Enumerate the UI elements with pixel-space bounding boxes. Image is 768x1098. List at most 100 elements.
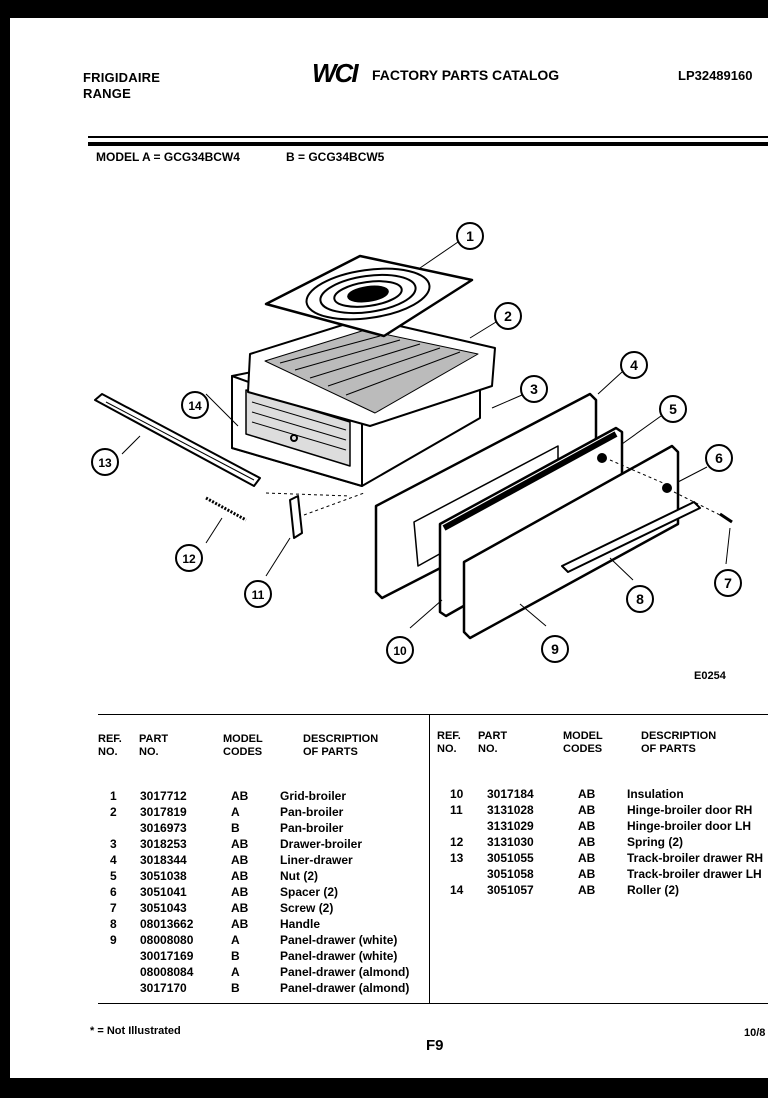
header-model-right: MODEL CODES <box>563 730 603 756</box>
ref-cell: 5 <box>110 869 117 883</box>
ref-cell: 14 <box>450 883 464 897</box>
desc-cell: Track-broiler drawer RH <box>627 851 764 865</box>
catalog-page: FRIGIDAIRE RANGE WCI FACTORY PARTS CATAL… <box>10 18 768 1078</box>
part-cell: 3131030 <box>487 835 534 849</box>
code-cell: AB <box>231 901 249 915</box>
header-part-line2: NO. <box>478 743 498 755</box>
header-ref-right: REF. NO. <box>437 730 461 756</box>
callout-14-label: 14 <box>188 399 202 413</box>
code-cell: AB <box>578 883 596 897</box>
callout-4-label: 4 <box>630 357 638 373</box>
catalog-title: FACTORY PARTS CATALOG <box>372 67 560 83</box>
table-top-rule <box>98 714 768 715</box>
diagram-code: E0254 <box>694 670 726 682</box>
ref-cell: 10 <box>450 787 464 801</box>
callout-3-label: 3 <box>530 381 538 397</box>
callout-1: 1 <box>456 222 484 250</box>
ref-cell: 2 <box>110 805 117 819</box>
handle-drawing <box>561 501 701 573</box>
callout-3: 3 <box>520 375 548 403</box>
callout-6-label: 6 <box>715 450 723 466</box>
callout-13-label: 13 <box>98 456 112 470</box>
table-row: 1 <box>110 788 117 804</box>
callout-2: 2 <box>494 302 522 330</box>
callout-11: 11 <box>244 580 272 608</box>
callout-1-label: 1 <box>466 228 474 244</box>
model-b: B = GCG34BCW5 <box>286 150 385 164</box>
table-divider <box>429 715 430 1003</box>
ref-cell: 7 <box>110 901 117 915</box>
document-number: LP32489160 <box>678 68 753 83</box>
header-desc-right: DESCRIPTION OF PARTS <box>641 730 716 756</box>
header-desc-line2: OF PARTS <box>303 746 358 758</box>
callout-14: 14 <box>181 391 209 419</box>
part-cell: 3051041 <box>140 885 187 899</box>
header-part-right: PART NO. <box>478 730 507 756</box>
code-cell: AB <box>231 853 249 867</box>
revision-date: 10/8 <box>744 1027 766 1039</box>
part-cell: 3051043 <box>140 901 187 915</box>
ref-cell: 1 <box>110 789 117 803</box>
callout-9: 9 <box>541 635 569 663</box>
callout-5-label: 5 <box>669 401 677 417</box>
desc-cell: Liner-drawer <box>280 853 353 867</box>
header-desc-line2: OF PARTS <box>641 743 696 755</box>
callout-4: 4 <box>620 351 648 379</box>
code-cell: AB <box>578 851 596 865</box>
header-model-line2: CODES <box>223 746 263 758</box>
ref-cell: 9 <box>110 933 117 947</box>
ref-cell: 6 <box>110 885 117 899</box>
exploded-parts-diagram: 1 2 3 4 5 6 7 8 9 10 11 12 13 14 <box>91 222 742 664</box>
part-cell: 3131028 <box>487 803 534 817</box>
model-a: MODEL A = GCG34BCW4 <box>96 150 240 164</box>
code-cell: AB <box>231 837 249 851</box>
ref-cell: 3 <box>110 837 117 851</box>
part-cell: 3018344 <box>140 853 187 867</box>
header-ref-line1: REF. <box>437 730 461 742</box>
code-cell: A <box>231 805 240 819</box>
callout-12-label: 12 <box>182 552 196 566</box>
code-cell: A <box>231 965 240 979</box>
part-cell: 3051057 <box>487 883 534 897</box>
header-ref-line1: REF. <box>98 733 122 745</box>
header-model-line1: MODEL <box>563 730 603 742</box>
callout-10: 10 <box>386 636 414 664</box>
not-illustrated-note: * = Not Illustrated <box>90 1025 181 1037</box>
desc-cell: Panel-drawer (almond) <box>280 965 410 979</box>
header-part-line1: PART <box>478 730 508 742</box>
header-desc-line1: DESCRIPTION <box>303 733 379 745</box>
part-cell: 3017170 <box>140 981 187 995</box>
callout-7: 7 <box>714 569 742 597</box>
ref-cell: 4 <box>110 853 117 867</box>
ref-cell: 13 <box>450 851 464 865</box>
panel-drawer-drawing <box>462 444 680 640</box>
header-ref-left: REF. NO. <box>98 733 122 759</box>
header-rule <box>88 136 768 138</box>
callout-11-label: 11 <box>252 588 265 602</box>
header-desc-left: DESCRIPTION OF PARTS <box>303 733 378 759</box>
code-cell: AB <box>578 803 596 817</box>
callout-13: 13 <box>91 448 119 476</box>
code-cell: AB <box>578 787 596 801</box>
callout-6: 6 <box>705 444 733 472</box>
page-number: F9 <box>426 1037 444 1054</box>
callout-7-label: 7 <box>724 575 732 591</box>
code-cell: AB <box>578 867 596 881</box>
header-model-left: MODEL CODES <box>223 733 263 759</box>
ref-cell: 11 <box>450 803 463 817</box>
brand-name: FRIGIDAIRE <box>83 70 161 85</box>
callout-10-label: 10 <box>393 644 407 658</box>
callout-8: 8 <box>626 585 654 613</box>
ref-cell: 8 <box>110 917 117 931</box>
part-cell: 3051055 <box>487 851 534 865</box>
hinge-drawing <box>289 495 303 539</box>
desc-cell: Grid-broiler <box>280 789 347 803</box>
code-cell: AB <box>578 835 596 849</box>
callout-5: 5 <box>659 395 687 423</box>
part-cell: 3017184 <box>487 787 534 801</box>
wci-logo: WCI <box>312 58 359 88</box>
header-ref-line2: NO. <box>98 746 118 758</box>
part-cell: 3018253 <box>140 837 187 851</box>
desc-cell: Pan-broiler <box>280 821 344 835</box>
part-cell: 08008084 <box>140 965 194 979</box>
